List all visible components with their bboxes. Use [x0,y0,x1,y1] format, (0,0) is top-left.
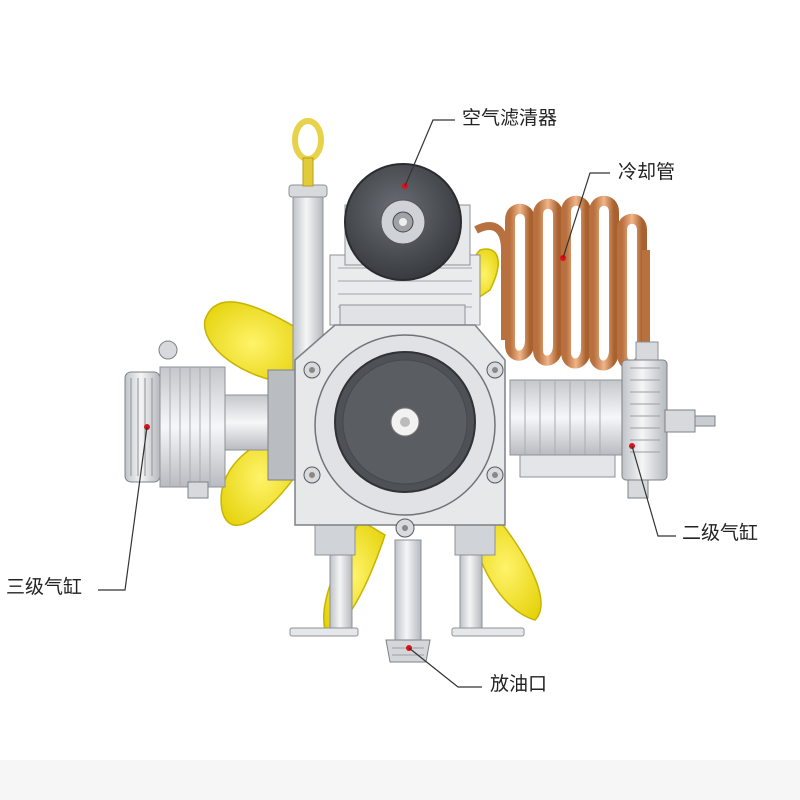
cooling-coil [474,195,659,371]
air-filter-leader [404,119,455,187]
second-stage-cylinder [509,359,716,499]
drain-pipe [385,539,431,663]
air-filter [344,163,471,281]
third-stage-cylinder [124,340,297,499]
crankcase [294,324,506,538]
drain-leader [408,647,482,688]
stage-two-leader [631,445,676,537]
drain-port-label: 放油口 [490,673,548,695]
lifting-eye [292,118,324,187]
floor-shadow [0,760,800,800]
stage-two-cylinder-label: 二级气缸 [682,522,759,544]
air-filter-label: 空气滤清器 [462,107,558,129]
stage-three-cylinder-label: 三级气缸 [6,576,83,598]
leader-lines [98,119,676,688]
stage-three-leader [98,426,148,591]
cooling-pipe-leader [562,172,610,259]
cooling-pipe-label: 冷却管 [618,161,676,183]
support-legs [289,524,525,637]
